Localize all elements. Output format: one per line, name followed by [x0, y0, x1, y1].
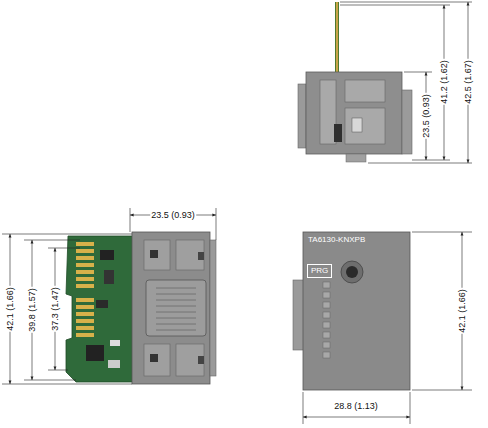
led-window — [323, 352, 330, 358]
gold-finger — [76, 305, 94, 309]
led-window — [323, 342, 330, 348]
module-front: TA6130-KNXPBPRG — [303, 232, 410, 262]
grip-rib — [156, 324, 196, 325]
dimension-label: 42.5 (1.67) — [463, 59, 474, 105]
gold-finger — [76, 249, 94, 253]
grip-rib — [156, 288, 196, 289]
gold-finger — [76, 270, 94, 274]
dimension-lines — [2, 208, 216, 384]
gold-finger — [76, 284, 94, 288]
dimension-label: 28.8 (1.13) — [333, 401, 379, 412]
grip-rib — [156, 312, 196, 313]
grip-rib — [156, 294, 196, 295]
gold-finger — [76, 319, 94, 323]
node-text: TA6130-KNXPB — [308, 235, 405, 245]
dimension-label: 23.5 (0.93) — [150, 210, 196, 221]
dimension-label: 42.1 (1.66) — [5, 286, 16, 332]
gold-finger — [76, 242, 94, 246]
gold-finger — [76, 333, 94, 337]
grip-rib — [156, 300, 196, 301]
side-view — [298, 2, 412, 162]
grip-rib — [156, 306, 196, 307]
led-window — [323, 332, 330, 338]
grip-rib — [156, 330, 196, 331]
led-window — [323, 292, 330, 298]
led-window — [323, 322, 330, 328]
dimension-label: 39.8 (1.57) — [27, 287, 38, 333]
dimension-lines — [303, 232, 472, 424]
dimension-lines — [340, 2, 472, 163]
gold-finger — [76, 256, 94, 260]
dimension-label: 23.5 (0.93) — [421, 93, 432, 139]
gold-finger — [76, 312, 94, 316]
dimension-label: 42.1 (1.66) — [457, 288, 468, 334]
led-window — [323, 282, 330, 288]
led-window — [323, 312, 330, 318]
prg-box: PRG — [307, 264, 332, 278]
node-text: PRG — [311, 266, 328, 276]
grip-rib — [156, 318, 196, 319]
gold-finger — [76, 326, 94, 330]
led-window — [323, 302, 330, 308]
dimension-label: 37.3 (1.47) — [50, 286, 61, 332]
gold-finger — [76, 263, 94, 267]
pcb-view — [66, 232, 216, 384]
front-view — [293, 232, 410, 390]
gold-finger — [76, 298, 94, 302]
dimension-label: 41.2 (1.62) — [439, 59, 450, 105]
gold-finger — [76, 277, 94, 281]
